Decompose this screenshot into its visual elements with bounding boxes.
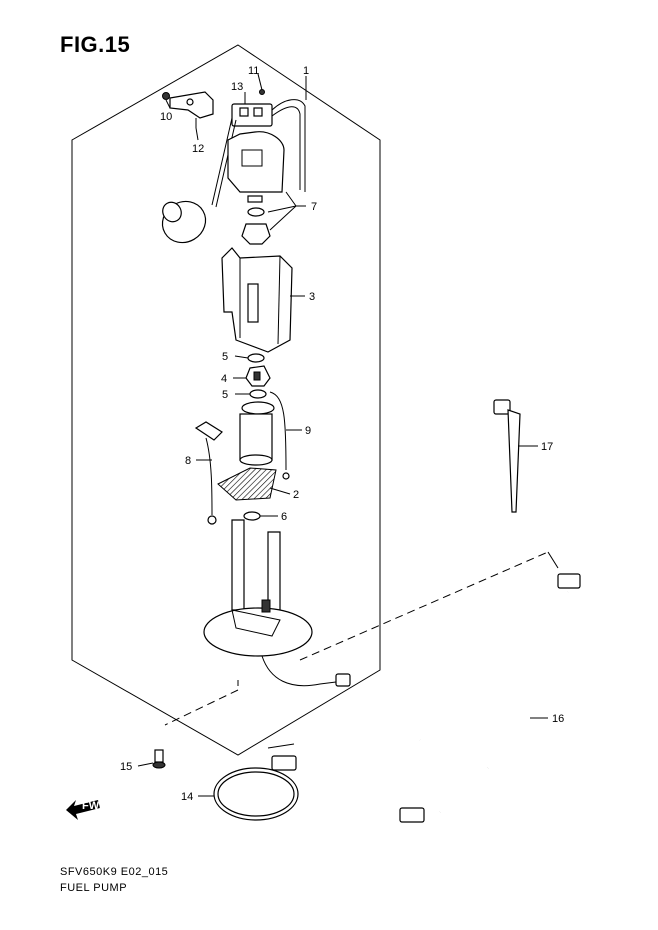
gasket-part-14: [213, 767, 299, 821]
callout-6: 6: [281, 511, 287, 523]
fwd-label: FWD: [82, 800, 107, 812]
callout-9: 9: [305, 425, 311, 437]
callout-12: 12: [192, 143, 204, 155]
callout-14: 14: [181, 791, 193, 803]
screw-part-10: [162, 92, 170, 100]
callout-11: 11: [248, 65, 259, 77]
fuel-hose-part-16: [267, 573, 581, 825]
callout-8: 8: [185, 455, 191, 467]
figure-title: FIG.15: [60, 32, 131, 57]
filter-part-2: [217, 467, 277, 501]
pump-base-plate: [203, 519, 351, 687]
callout-7: 7: [311, 201, 317, 213]
fuel-pump-motor-part-9: [239, 391, 290, 480]
callout-1: 1: [303, 65, 309, 77]
connector-part-13: [231, 89, 306, 192]
bolt-part-15: [152, 749, 166, 769]
callout-labels: 1 2 3 4 5 5 6 7 8 9 10 11 12 13 14 15 16…: [120, 65, 564, 803]
callout-10: 10: [160, 111, 172, 123]
tie-part-17: [493, 399, 521, 513]
ring-part-5-lower: [249, 389, 267, 399]
figure-name: FUEL PUMP: [60, 882, 128, 894]
fuel-level-sender: [161, 117, 237, 244]
fitting-part-4: [245, 365, 271, 387]
callout-5a: 5: [222, 351, 228, 363]
callout-2: 2: [293, 489, 299, 501]
figure-code: SFV650K9 E02_015: [60, 866, 169, 878]
callout-17: 17: [541, 441, 553, 453]
assembly-boundary: [71, 44, 381, 756]
leader-lines: [137, 73, 548, 797]
ring-part-6: [243, 511, 261, 521]
callout-16: 16: [552, 713, 564, 725]
fwd-arrow-icon: FWD: [66, 800, 107, 820]
callout-5b: 5: [222, 389, 228, 401]
callout-4: 4: [221, 373, 227, 385]
pump-holder-part-3: [221, 247, 293, 353]
callout-15: 15: [120, 761, 132, 773]
callout-3: 3: [309, 291, 315, 303]
pump-cap: [227, 131, 285, 203]
callout-13: 13: [231, 81, 243, 93]
bracket-part-12: [169, 91, 214, 128]
lead-wire-part-8: [194, 421, 223, 525]
fitting-part-7: [241, 207, 271, 245]
ring-part-5-upper: [247, 353, 265, 363]
dashed-leaders: [164, 551, 559, 726]
